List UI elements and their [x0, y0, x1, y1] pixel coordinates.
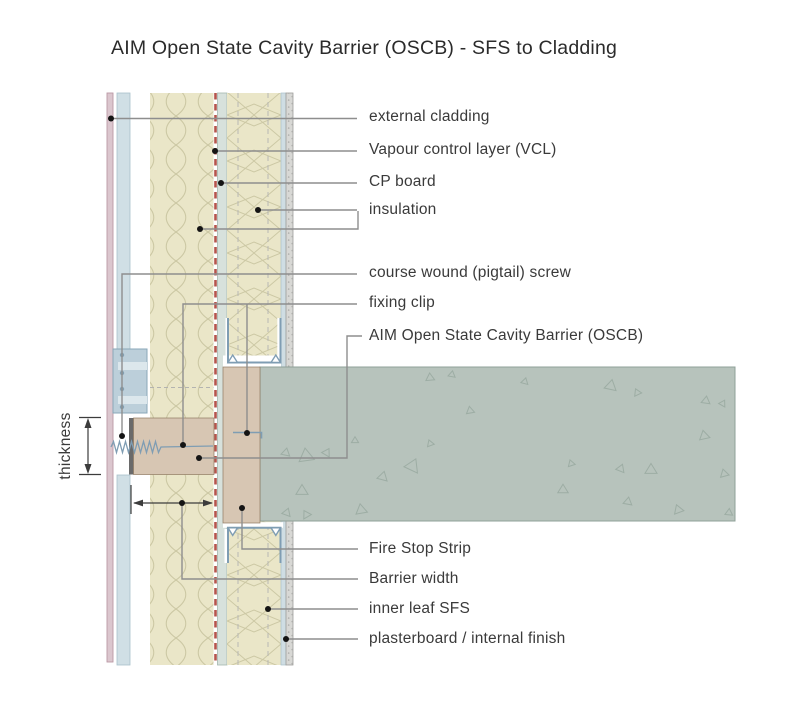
callout-plasterboard: plasterboard / internal finish [369, 630, 566, 647]
callout-insulation: insulation [369, 201, 437, 218]
callout-barrier-width: Barrier width [369, 570, 459, 587]
leader-dot [197, 226, 203, 232]
callout-fixing-clip: fixing clip [369, 294, 435, 311]
callout-inner-leaf-sfs: inner leaf SFS [369, 600, 471, 617]
fixing-clip-in-firestop [233, 431, 263, 439]
callout-fire-stop-strip: Fire Stop Strip [369, 540, 472, 557]
leader-dot [180, 442, 186, 448]
callout-vapour-control-layer: Vapour control layer (VCL) [369, 141, 557, 158]
callout-cp-board: CP board [369, 173, 436, 190]
layer-cladding-rail-upper [116, 92, 131, 350]
leader-dot [265, 606, 271, 612]
leader-dots [108, 115, 289, 642]
leader-dot [239, 505, 245, 511]
fixing-clip-bracket [112, 348, 148, 414]
leader-dot [196, 455, 202, 461]
leader-dot [255, 207, 261, 213]
leader-dot [179, 500, 185, 506]
callout-oscb: AIM Open State Cavity Barrier (OSCB) [369, 327, 644, 344]
thickness-dimension [79, 416, 101, 476]
barrier-width-dimension [130, 485, 213, 514]
leader-dot [218, 180, 224, 186]
sfs-channel-top [226, 318, 282, 364]
leader-dot [119, 433, 125, 439]
floor-slab [259, 366, 736, 522]
pigtail-screw [110, 439, 214, 455]
leader-dot [244, 430, 250, 436]
layer-cladding-rail-lower [116, 474, 131, 666]
fire-stop-strip [222, 366, 261, 524]
leader-dot [108, 115, 114, 122]
callout-pigtail-screw: course wound (pigtail) screw [369, 264, 572, 281]
sfs-channel-bottom [226, 526, 282, 563]
callout-external-cladding: external cladding [369, 108, 490, 125]
barrier-closer-edge [129, 418, 134, 475]
layer-external-cladding [106, 92, 114, 663]
thickness-dimension-label: thickness [57, 412, 74, 480]
page-title: AIM Open State Cavity Barrier (OSCB) - S… [111, 37, 618, 59]
leader-dot [212, 148, 218, 154]
leader-dot [283, 636, 289, 642]
leader-lines [111, 117, 362, 640]
